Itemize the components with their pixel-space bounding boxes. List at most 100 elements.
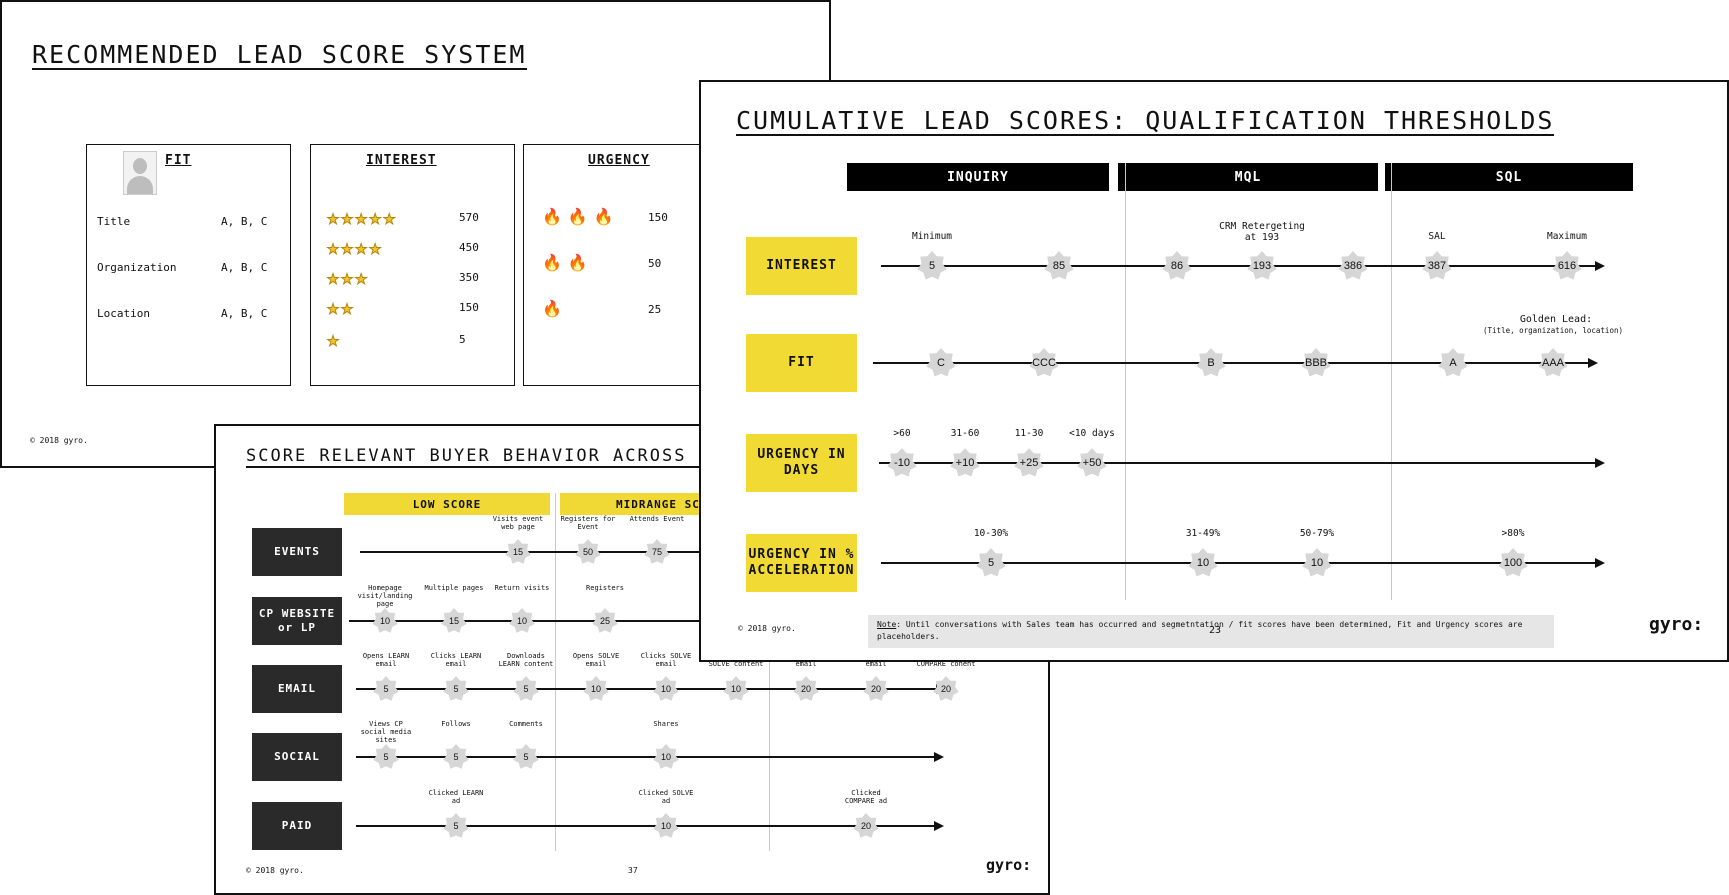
score-badge: 5 [373, 744, 399, 770]
star-icon: ★ [341, 265, 354, 289]
score-badge: 10 [1188, 548, 1218, 578]
interest-star-row: ★★★★★ [326, 205, 397, 229]
badge-star-shape [443, 676, 469, 701]
row-label-fit: FIT [746, 334, 857, 392]
badge-score: 10 [730, 684, 741, 694]
threshold-caption: >60 [893, 428, 911, 439]
slide-qualification-thresholds: CUMULATIVE LEAD SCORES: QUALIFICATION TH… [699, 80, 1729, 662]
fit-label-organization: Organization [97, 261, 177, 274]
badge-star-shape [443, 744, 469, 769]
fit-value-location: A, B, C [221, 307, 268, 320]
badge-star-shape [441, 608, 467, 633]
behavior-caption: Shares [653, 720, 679, 728]
row-label-paid: PAID [252, 802, 342, 850]
score-badge: AAA [1538, 348, 1568, 378]
badge-star-shape [1301, 348, 1331, 377]
score-badge: 5 [976, 548, 1006, 578]
row-label-urgency-in-days: URGENCY IN DAYS [746, 434, 857, 492]
band-low-score: LOW SCORE [344, 493, 550, 515]
score-badge: +10 [950, 448, 980, 478]
badge-star-shape [372, 608, 398, 633]
badge-star-shape [1014, 448, 1044, 477]
badge-star-shape [1196, 348, 1226, 377]
urgency-score-value: 50 [648, 257, 662, 270]
interest-star-row: ★★★ [326, 265, 369, 289]
badge-score: 387 [1427, 260, 1447, 272]
badge-score: 10 [660, 684, 671, 694]
row-label-interest: INTEREST [746, 237, 857, 295]
threshold-caption: 50-79% [1299, 528, 1335, 539]
interest-score-value: 350 [459, 271, 479, 284]
behavior-caption: Registers [586, 584, 624, 592]
note-text: : Until conversations with Sales team ha… [877, 620, 1523, 641]
fit-value-title: A, B, C [221, 215, 268, 228]
badge-score: -10 [894, 457, 910, 469]
badge-star-shape [1044, 251, 1074, 280]
interest-star-row: ★★★★ [326, 237, 383, 258]
badge-score: +25 [1019, 457, 1039, 469]
threshold-arrowhead [1595, 558, 1605, 568]
golden-lead-subtitle: (Title, organization, location) [1483, 326, 1623, 335]
behavior-caption: Multiple pages [424, 584, 484, 592]
behavior-caption: Downloads LEARN content [498, 652, 554, 669]
score-badge: 15 [441, 608, 467, 634]
behavior-caption: Opens LEARN email [362, 652, 410, 669]
row-label-cp-website-or-lp: CP WEBSITE or LP [252, 597, 342, 645]
threshold-arrowhead [1588, 358, 1598, 368]
behavior-caption: Attends Event [629, 515, 685, 523]
timeline-arrowhead [934, 752, 944, 762]
score-badge: 20 [863, 676, 889, 702]
threshold-caption: 31-49% [1185, 528, 1221, 539]
score-badge: -10 [887, 448, 917, 478]
score-badge: 5 [443, 744, 469, 770]
row-label-social: SOCIAL [252, 733, 342, 781]
score-badge: 10 [653, 813, 679, 839]
score-badge: 386 [1338, 251, 1368, 281]
slide2-title: SCORE RELEVANT BUYER BEHAVIOR ACROSS TOU… [246, 446, 785, 468]
interest-score-value: 150 [459, 301, 479, 314]
slide3-page-number: 23 [1209, 625, 1222, 636]
score-badge: 5 [443, 676, 469, 702]
slide-lead-score-system: RECOMMENDED LEAD SCORE SYSTEM FIT Title … [0, 0, 831, 468]
threshold-caption: 11-30 [1014, 428, 1044, 439]
behavior-caption: Clicks LEARN email [430, 652, 482, 669]
score-badge: 20 [793, 676, 819, 702]
timeline-line [356, 756, 934, 758]
threshold-arrowhead [1595, 458, 1605, 468]
badge-star-shape [513, 744, 539, 769]
row-label-email: EMAIL [252, 665, 342, 713]
score-badge: CCC [1029, 348, 1059, 378]
slide3-copyright: © 2018 gyro. [738, 624, 796, 633]
badge-star-shape [1552, 251, 1582, 280]
score-badge: 5 [513, 744, 539, 770]
badge-star-shape [1498, 548, 1528, 577]
score-badge: 10 [583, 676, 609, 702]
fit-heading: FIT [165, 153, 192, 168]
row-label-events: EVENTS [252, 528, 342, 576]
badge-score: 5 [523, 752, 529, 762]
badge-score: 10 [1310, 557, 1324, 569]
band-mql: MQL [1118, 163, 1378, 191]
badge-star-shape [583, 676, 609, 701]
threshold-line [879, 462, 1595, 464]
score-badge: 20 [933, 676, 959, 702]
badge-score: 20 [800, 684, 811, 694]
star-icon: ★ [369, 205, 382, 229]
badge-score: 5 [453, 821, 459, 831]
behavior-caption: Homepage visit/landing page [357, 584, 413, 609]
badge-score: A [1449, 357, 1457, 369]
badge-star-shape [1438, 348, 1468, 377]
badge-star-shape [950, 448, 980, 477]
score-badge: 616 [1552, 251, 1582, 281]
threshold-caption: SAL [1428, 231, 1446, 242]
badge-score: B [1207, 357, 1215, 369]
badge-score: 25 [599, 616, 610, 626]
badge-score: 20 [870, 684, 881, 694]
badge-star-shape [1302, 548, 1332, 577]
fit-box: FIT Title A, B, C Organization A, B, C L… [86, 144, 291, 386]
score-badge: 50 [575, 539, 601, 565]
badge-score: 5 [453, 684, 459, 694]
mid-high-divider [769, 493, 770, 851]
badge-star-shape [853, 813, 879, 838]
badge-star-shape [513, 676, 539, 701]
